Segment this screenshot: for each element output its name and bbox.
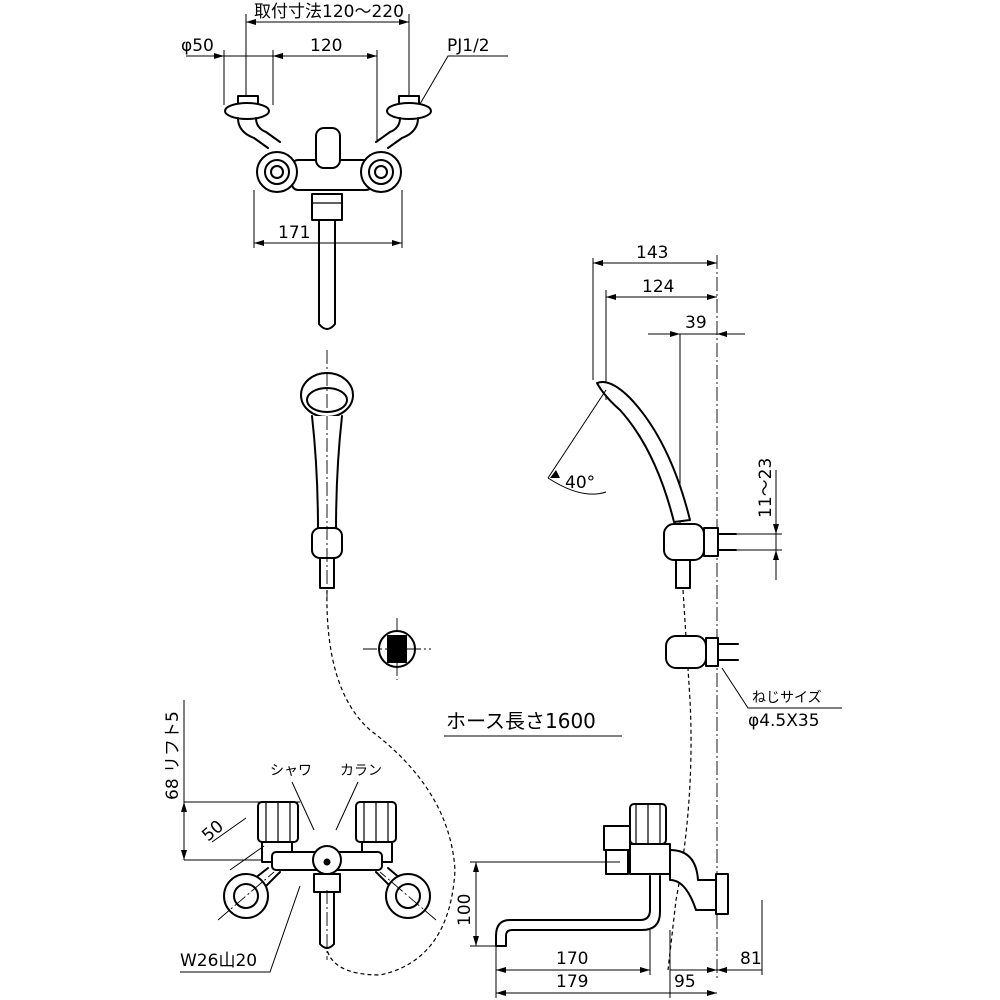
spout-label: カラン [340,763,382,779]
shower-label: シャワ [270,763,312,779]
thread-label: W26山20 [180,951,257,971]
holder-depth-label: 39 [685,313,707,333]
head-depth-label: 124 [642,277,674,297]
spout-height-label: 100 [455,894,475,926]
shower-head-front [300,350,431,680]
flange-dia-label: φ50 [181,36,214,56]
screw-size-label: φ4.5X35 [748,711,820,731]
wall-81-label: 81 [740,949,762,969]
lift-label: 68 リフト5 [163,711,183,800]
holder-depth-total-label: 143 [636,243,668,263]
tilt-angle-label: 40° [565,473,595,493]
spout-170-label: 170 [556,949,588,969]
adjust-range-label: 11～23 [756,458,776,518]
screw-label: ねじサイズ [752,690,822,706]
body-width-label: 171 [278,223,310,243]
spout-179-label: 179 [556,972,588,992]
side-view: 143 124 39 40° 11～23 [444,243,842,998]
top-view: 取付寸法120～220 φ50 120 PJ1/2 [181,2,508,330]
hose-line-side [667,589,692,971]
wall-95-label: 95 [674,972,696,992]
dim-50-label: 50 [198,817,227,846]
spacing-label: 120 [310,36,342,56]
hose-line [325,589,456,976]
mount-range-label: 取付寸法120～220 [254,2,404,22]
front-view: 68 リフト5 シャワ カラン 50 [163,700,437,973]
hose-length-label: ホース長さ1600 [446,709,596,733]
pipe-thread-label: PJ1/2 [447,36,490,56]
